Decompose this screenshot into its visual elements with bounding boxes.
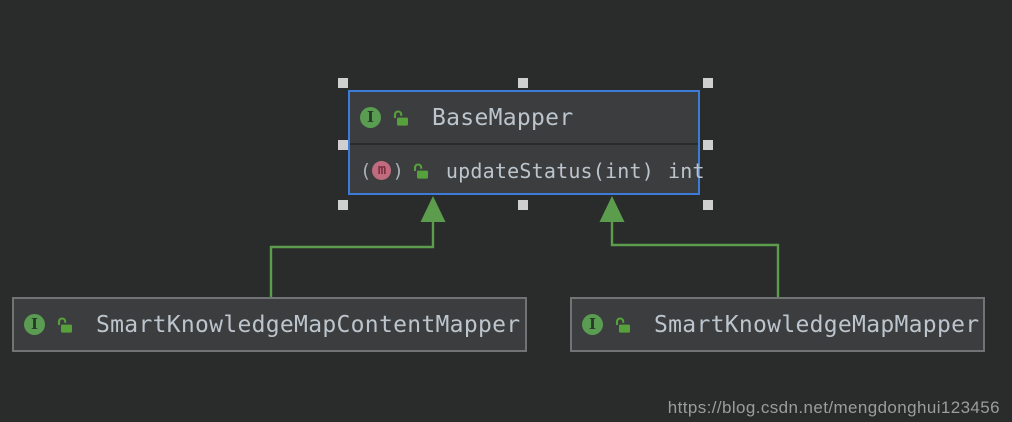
- node-title: SmartKnowledgeMapContentMapper: [96, 311, 521, 338]
- selection-handle-ne[interactable]: [703, 78, 713, 88]
- node-basemapper[interactable]: I BaseMapper (m) updateStatus(int)int: [348, 90, 705, 196]
- selection-handle-w[interactable]: [338, 140, 348, 150]
- node-title: SmartKnowledgeMapMapper: [654, 311, 980, 338]
- method-signature: updateStatus(int)int: [445, 158, 705, 183]
- selection-handle-se[interactable]: [703, 200, 713, 210]
- node-title: BaseMapper: [432, 104, 574, 131]
- inheritance-edge-left[interactable]: [269, 196, 446, 297]
- selection-handle-n[interactable]: [518, 78, 528, 88]
- watermark-url: https://blog.csdn.net/mengdonghui123456: [667, 398, 1000, 417]
- unlocked-icon: [615, 317, 630, 333]
- selection-handle-e[interactable]: [703, 140, 713, 150]
- inheritance-edge-right[interactable]: [599, 196, 780, 297]
- unlocked-icon: [57, 317, 72, 333]
- node-row-divider: [350, 143, 698, 145]
- node-smartknowledgemapcontentmapper[interactable]: I SmartKnowledgeMapContentMapper: [12, 297, 527, 352]
- unlocked-icon: [393, 110, 408, 126]
- unlocked-icon: [413, 163, 428, 179]
- interface-icon: I: [360, 107, 381, 128]
- node-smartknowledgemapmapper[interactable]: I SmartKnowledgeMapMapper: [570, 297, 985, 352]
- interface-icon: I: [582, 314, 603, 335]
- selection-handle-s[interactable]: [518, 200, 528, 210]
- method-icon: (m): [360, 159, 404, 182]
- method-row-updatestatus[interactable]: (m) updateStatus(int)int: [350, 145, 705, 196]
- selection-handle-sw[interactable]: [338, 200, 348, 210]
- interface-icon: I: [24, 314, 45, 335]
- method-return-type: int: [668, 158, 705, 183]
- node-basemapper-header[interactable]: I BaseMapper: [350, 92, 698, 143]
- selection-handle-nw[interactable]: [338, 78, 348, 88]
